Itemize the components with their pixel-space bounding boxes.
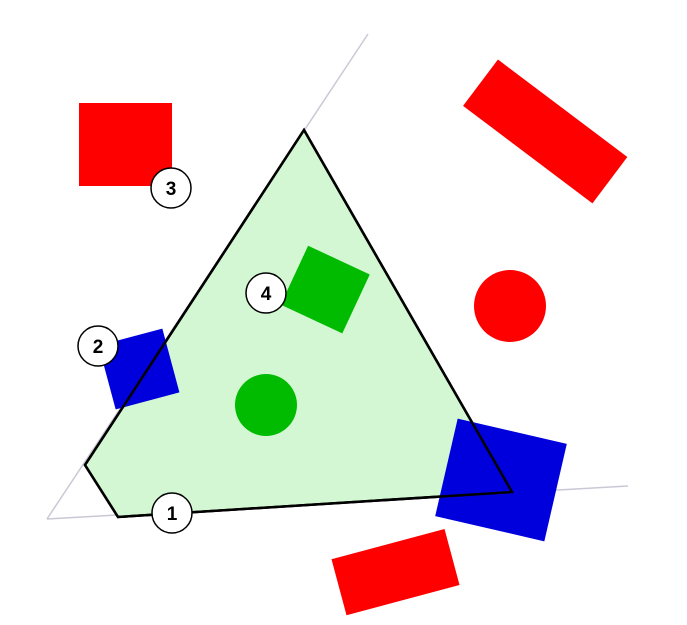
marker-1-label: 1 — [167, 504, 178, 525]
marker-2: 2 — [77, 325, 119, 367]
red-bar-top-right — [463, 59, 628, 204]
blue-square-left — [98, 328, 180, 410]
red-circle-right — [474, 270, 546, 342]
marker-1: 1 — [151, 492, 193, 534]
marker-3-label: 3 — [166, 179, 177, 200]
blue-square-bottom-right — [435, 418, 567, 542]
clipped-region-outline — [83, 127, 515, 519]
clipped-region — [83, 127, 515, 519]
red-square-top-left — [79, 103, 172, 186]
green-square-center — [280, 245, 370, 334]
marker-4-label: 4 — [261, 284, 272, 305]
marker-4: 4 — [245, 272, 287, 314]
green-circle-center — [235, 374, 297, 436]
marker-3: 3 — [150, 167, 192, 209]
marker-2-label: 2 — [93, 337, 104, 358]
red-bar-bottom — [331, 528, 460, 616]
